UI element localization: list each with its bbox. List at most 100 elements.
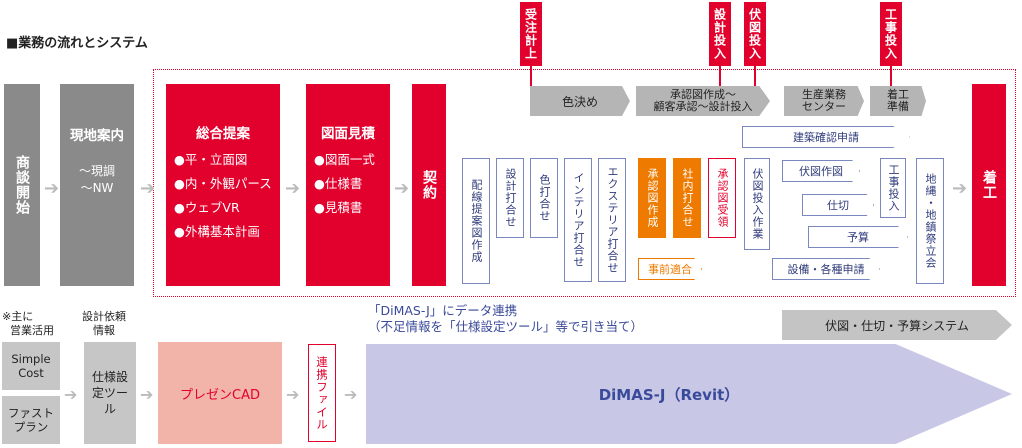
- task-kenchiku-label: 建築確認申請: [793, 131, 859, 144]
- chevron-koji-label-2: 準備: [887, 100, 909, 113]
- chevron-koji: 着工 準備: [870, 86, 926, 116]
- chevron-iroki: 色決め: [530, 86, 630, 116]
- task-iro-label: 色打合せ: [538, 174, 551, 222]
- task-shikiri-label: 仕切: [827, 199, 849, 212]
- task-jizen: 事前適合: [638, 258, 702, 280]
- fuzu-system-bar: 伏図・仕切・予算システム: [782, 310, 1012, 340]
- task-exterior-label: エクステリア打合せ: [606, 166, 619, 274]
- task-haisen: 配線提案図作成: [462, 158, 490, 284]
- step-sogo-title: 総合提案: [196, 126, 250, 142]
- chevron-seisan-label-1: 生産業務: [802, 88, 846, 101]
- task-setsubi: 設備・各種申請: [772, 258, 880, 280]
- step-shodan-label: 商談開始: [14, 155, 30, 215]
- flow-arrow: ➔: [140, 178, 156, 199]
- irai-label-1: 設計依頼: [82, 310, 126, 323]
- step-chakko: 着工: [972, 84, 1006, 286]
- task-interior: インテリア打合せ: [564, 158, 592, 282]
- tag-design-input-label: 設計投入: [712, 8, 727, 60]
- task-jizen-label: 事前適合: [648, 263, 692, 276]
- step-genchi: 現地案内 ～現調 ～NW: [60, 84, 134, 286]
- task-kouji-toushi: 工事投入: [880, 158, 906, 218]
- dimas-note-1: 「DiMAS-J」にデータ連携: [368, 303, 518, 318]
- chevron-seisan: 生産業務 センター: [784, 86, 864, 116]
- tag-order: 受注計上: [520, 2, 542, 66]
- task-shikiri: 仕切: [802, 194, 874, 216]
- task-fuzu-toushi-label: 伏図投入作業: [751, 168, 764, 240]
- flow-arrow: ➔: [394, 178, 410, 199]
- step-chakko-label: 着工: [981, 170, 997, 200]
- step-zumen-item: ●見積書: [314, 200, 363, 215]
- tag-order-label: 受注計上: [523, 8, 538, 60]
- flow-arrow: ➔: [286, 385, 300, 404]
- flow-arrow: ➔: [285, 178, 301, 199]
- irai-label-2: 情報: [93, 324, 115, 337]
- step-sogo-item: ●平・立面図: [174, 152, 248, 167]
- chevron-shonin: 承認図作成～ 顧客承認～設計投入: [636, 86, 770, 116]
- task-sekkei: 設計打合せ: [496, 158, 524, 238]
- tag-kouji-input-stem: [890, 66, 892, 86]
- step-genchi-item: ～NW: [80, 181, 114, 195]
- task-interior-label: インテリア打合せ: [572, 172, 585, 268]
- dimas-note-2: （不足情報を「仕様設定ツール」等で引き当て）: [368, 319, 644, 334]
- chevron-iroki-label: 色決め: [561, 94, 598, 109]
- tag-design-input: 設計投入: [709, 2, 731, 66]
- task-shanai-label: 社内打合せ: [681, 168, 694, 228]
- step-genchi-item: ～現調: [78, 164, 115, 178]
- fast-plan-label-2: プラン: [13, 420, 49, 434]
- tag-kouji-input: 工事投入: [880, 2, 902, 66]
- tag-fuzu-input-stem: [754, 66, 756, 86]
- flow-arrow: ➔: [344, 385, 358, 404]
- task-kenchiku: 建築確認申請: [742, 126, 910, 148]
- step-sogo-item: ●内・外観パース: [174, 176, 272, 191]
- shiyou-tool-label: 仕様設定ツール: [92, 370, 129, 416]
- chevron-seisan-label-2: センター: [802, 100, 846, 113]
- flow-arrow: ➔: [952, 178, 968, 199]
- flow-arrow: ➔: [140, 385, 154, 404]
- step-sogo-item: ●ウェブVR: [174, 200, 240, 215]
- step-sogo: 総合提案 ●平・立面図 ●内・外観パース ●ウェブVR ●外構基本計画: [166, 84, 280, 286]
- task-shonin-juryo: 承認図受領: [708, 158, 736, 238]
- step-keiyaku: 契約: [412, 84, 446, 286]
- step-zumen-item: ●図面一式: [314, 152, 375, 167]
- task-shonin-juryo-label: 承認図受領: [716, 168, 729, 228]
- tag-order-stem: [530, 66, 532, 86]
- bottom-note: ※主に 営業活用: [2, 310, 54, 338]
- tag-design-input-stem: [719, 66, 721, 86]
- task-fuzu-sakuzu: 伏図作図: [782, 160, 860, 182]
- step-zumen: 図面見積 ●図面一式 ●仕様書 ●見積書: [306, 84, 390, 286]
- presen-cad-box: プレゼンCAD: [158, 342, 282, 444]
- task-yosan: 予算: [808, 226, 908, 248]
- tag-kouji-input-label: 工事投入: [883, 8, 898, 60]
- simple-cost-label-2: Cost: [18, 366, 44, 380]
- task-sekkei-label: 設計打合せ: [504, 168, 517, 228]
- task-jinawa-label: 地縄・地鎮祭立会: [924, 173, 937, 269]
- task-iro: 色打合せ: [530, 158, 558, 238]
- simple-cost-label-1: Simple: [11, 352, 51, 366]
- renkei-file-box: 連携ファイル: [308, 344, 336, 442]
- chevron-shonin-label-1: 承認図作成～: [670, 88, 736, 101]
- flow-arrow: ➔: [44, 178, 60, 199]
- irai-label: 設計依頼 情報: [82, 310, 126, 338]
- chevron-koji-label-1: 着工: [887, 88, 909, 101]
- tag-fuzu-input-label: 伏図投入: [747, 8, 762, 60]
- shiyou-tool-box: 仕様設定ツール: [84, 342, 136, 444]
- presen-cad-label: プレゼンCAD: [180, 387, 260, 403]
- step-zumen-item: ●仕様書: [314, 176, 363, 191]
- fast-plan-box: ファスト プラン: [2, 396, 60, 444]
- flow-arrow: ➔: [64, 385, 78, 404]
- bottom-note-2: 営業活用: [10, 324, 54, 337]
- task-yosan-label: 予算: [847, 231, 869, 244]
- renkei-file-label: 連携ファイル: [315, 355, 329, 431]
- step-sogo-item: ●外構基本計画: [174, 224, 260, 239]
- process-frame: [153, 69, 1016, 297]
- page-title: ■業務の流れとシステム: [6, 36, 148, 51]
- step-keiyaku-label: 契約: [421, 170, 437, 200]
- simple-cost-box: Simple Cost: [2, 342, 60, 390]
- task-shonin-sakusei-label: 承認図作成: [646, 168, 659, 228]
- fast-plan-label-1: ファスト: [8, 406, 54, 420]
- task-jinawa: 地縄・地鎮祭立会: [916, 158, 944, 284]
- step-shodan: 商談開始: [4, 84, 40, 286]
- bottom-note-1: ※主に: [2, 310, 34, 323]
- task-shanai: 社内打合せ: [673, 158, 701, 238]
- tag-fuzu-input: 伏図投入: [744, 2, 766, 66]
